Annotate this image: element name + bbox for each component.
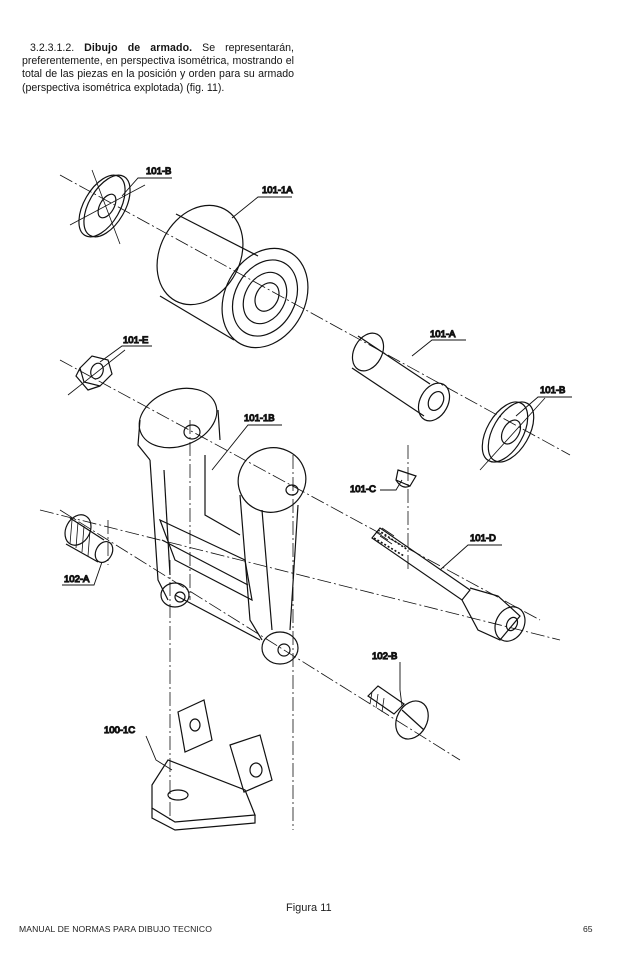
part-100-1c-base: [151, 699, 273, 831]
part-101b-washer-top: [69, 169, 146, 245]
figure-caption: Figura 11: [286, 902, 332, 914]
label-101c: 101-C: [350, 484, 376, 495]
part-101-1a-roller: [156, 204, 309, 349]
label-102b: 102-B: [372, 651, 397, 662]
label-101-1b: 101-1B: [244, 413, 275, 424]
axis-lines: [39, 174, 571, 830]
label-101b-right: 101-B: [540, 385, 565, 396]
label-100-1c: 100-1C: [104, 725, 135, 736]
part-102a-screw: [64, 514, 114, 564]
part-101b-washer-right: [479, 397, 546, 471]
part-101d-shaft: [371, 527, 526, 642]
part-101a-bushing: [351, 332, 451, 422]
part-101e-nut: [67, 349, 126, 396]
part-101-1b-bracket: [137, 387, 307, 665]
label-101d: 101-D: [470, 533, 496, 544]
label-101b-top: 101-B: [146, 166, 171, 177]
label-101-1a: 101-1A: [262, 185, 293, 196]
label-101e: 101-E: [123, 335, 148, 346]
leader-lines: [62, 177, 572, 771]
part-102b-screw: [367, 685, 429, 740]
section-paragraph: 3.2.3.1.2. Dibujo de armado. Se represen…: [22, 42, 294, 95]
part-101c-key: [395, 469, 417, 488]
label-102a: 102-A: [64, 574, 90, 585]
section-number: 3.2.3.1.2.: [30, 42, 75, 54]
section-heading: Dibujo de armado.: [84, 42, 193, 54]
section-body: Se representarán, preferentemente, en pe…: [22, 42, 294, 94]
footer-page-number: 65: [583, 924, 593, 934]
footer-manual-title: MANUAL DE NORMAS PARA DIBUJO TECNICO: [19, 924, 213, 934]
label-101a: 101-A: [430, 329, 456, 340]
